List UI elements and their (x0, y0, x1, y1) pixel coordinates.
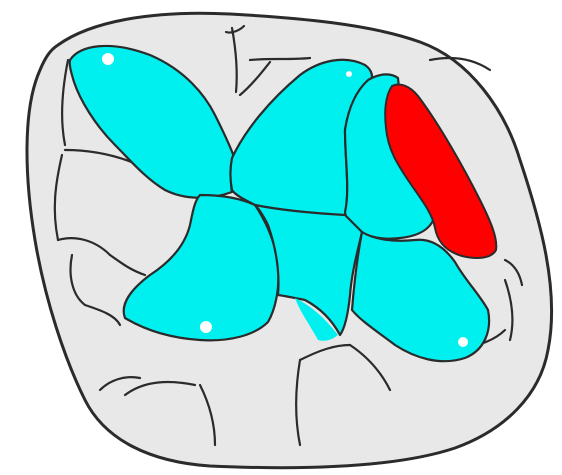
cusp-marker-upper-left (102, 53, 114, 65)
cusp-marker-lower-left (200, 321, 212, 333)
cusp-marker-lower-right (458, 337, 468, 347)
cusp-marker-upper-middle (346, 71, 352, 77)
